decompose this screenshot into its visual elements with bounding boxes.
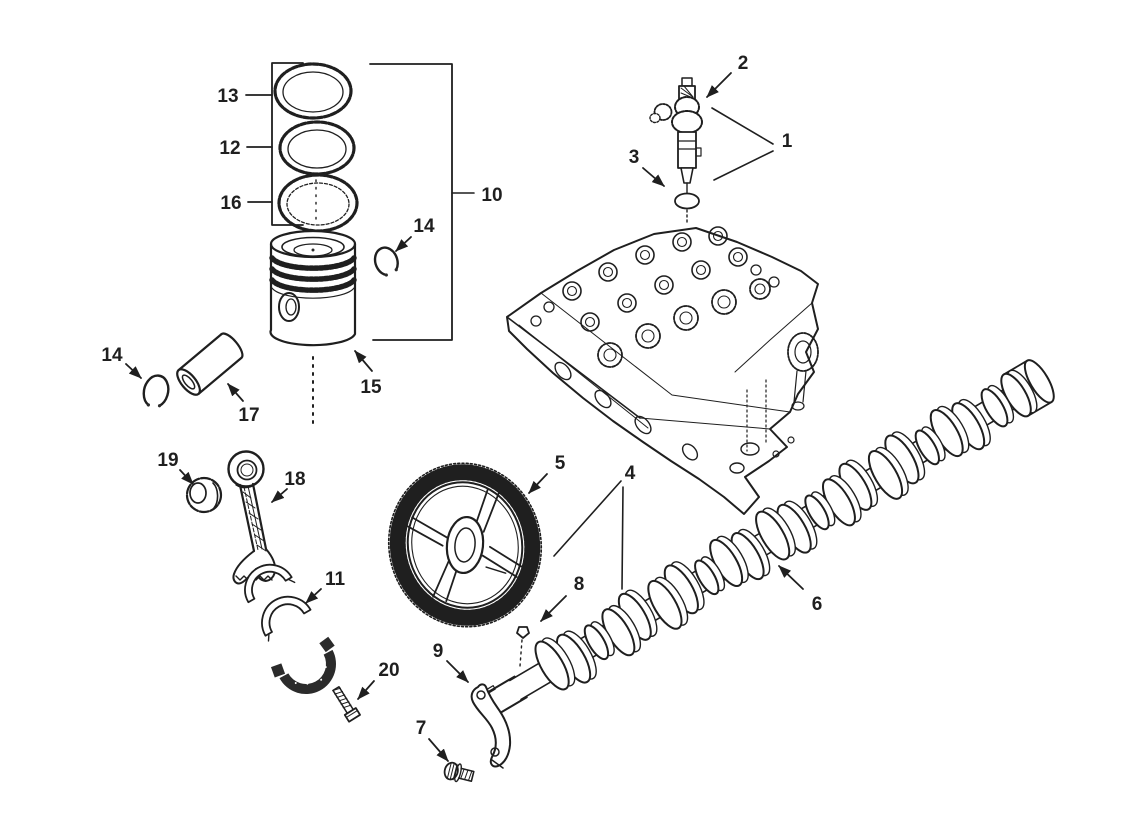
cylinder-head [506,226,819,515]
callout-18-label: 18 [284,469,305,490]
callout-labels: 1 2 3 4 5 6 7 8 9 10 11 12 13 14 14 15 1… [101,53,822,739]
callout-19-label: 19 [157,450,178,471]
callout-7-label: 7 [416,718,427,739]
piston [269,229,357,429]
cap-screw [443,761,475,783]
leader-line-14-top [395,236,412,252]
callout-16-label: 16 [220,193,241,214]
leader-line-18 [271,488,288,503]
piston-ring-second [278,120,356,176]
callout-3-label: 3 [629,147,640,168]
callout-4-label: 4 [625,463,636,484]
callout-14-left-label: 14 [101,345,123,366]
leader-line-9 [446,660,469,683]
leader-line-6 [778,565,804,590]
leader-line-15 [354,350,373,372]
leader-lines [125,72,804,762]
callout-10-label: 10 [481,185,502,206]
leader-line-19 [179,469,194,485]
callout-15-label: 15 [360,377,382,398]
rod-bearing-upper [244,563,296,604]
leader-line-4a [553,480,622,557]
cam-key [516,626,530,667]
callout-17-label: 17 [238,405,259,426]
rod-cap [270,636,336,694]
leader-line-2 [706,72,732,98]
piston-pin [176,332,244,396]
callout-13-label: 13 [217,86,238,107]
head-bosses [530,226,780,368]
callout-2-label: 2 [738,53,749,74]
piston-ring-top [273,62,353,120]
piston-kit-bracket [369,63,453,341]
callout-12-label: 12 [219,138,240,159]
leader-line-17 [227,383,244,402]
callout-5-label: 5 [555,453,566,474]
retaining-ring-left [142,374,170,408]
leader-line-14-left [125,363,142,379]
leader-line-11 [305,588,322,604]
injector-seal-washer [674,192,700,225]
fuel-injector [649,77,703,194]
callout-6-label: 6 [812,594,823,615]
leader-line-3 [642,167,665,187]
leader-line-1b [713,150,774,181]
connecting-rod [227,450,277,585]
ring-set-bracket [245,62,304,226]
leader-line-8 [540,595,567,622]
rod-bushing [185,476,223,514]
leader-line-1a [711,107,774,145]
leader-line-7 [428,738,449,762]
callout-20-label: 20 [378,660,399,681]
rod-bearing-lower [261,595,312,642]
gear-hub [445,515,485,575]
leader-line-4b [621,486,624,590]
leader-line-20 [357,680,375,700]
piston-oil-ring [277,173,359,233]
retaining-ring-top [373,246,399,277]
callout-9-label: 9 [433,641,444,662]
callout-14-top-label: 14 [413,216,435,237]
callout-8-label: 8 [574,574,585,595]
callout-11-label: 11 [325,569,346,590]
rod-bolt [332,685,361,723]
leader-line-5 [528,473,548,494]
camshaft-gear [387,462,543,628]
cam-thrust-plate [470,683,512,769]
callout-1-label: 1 [782,131,793,152]
